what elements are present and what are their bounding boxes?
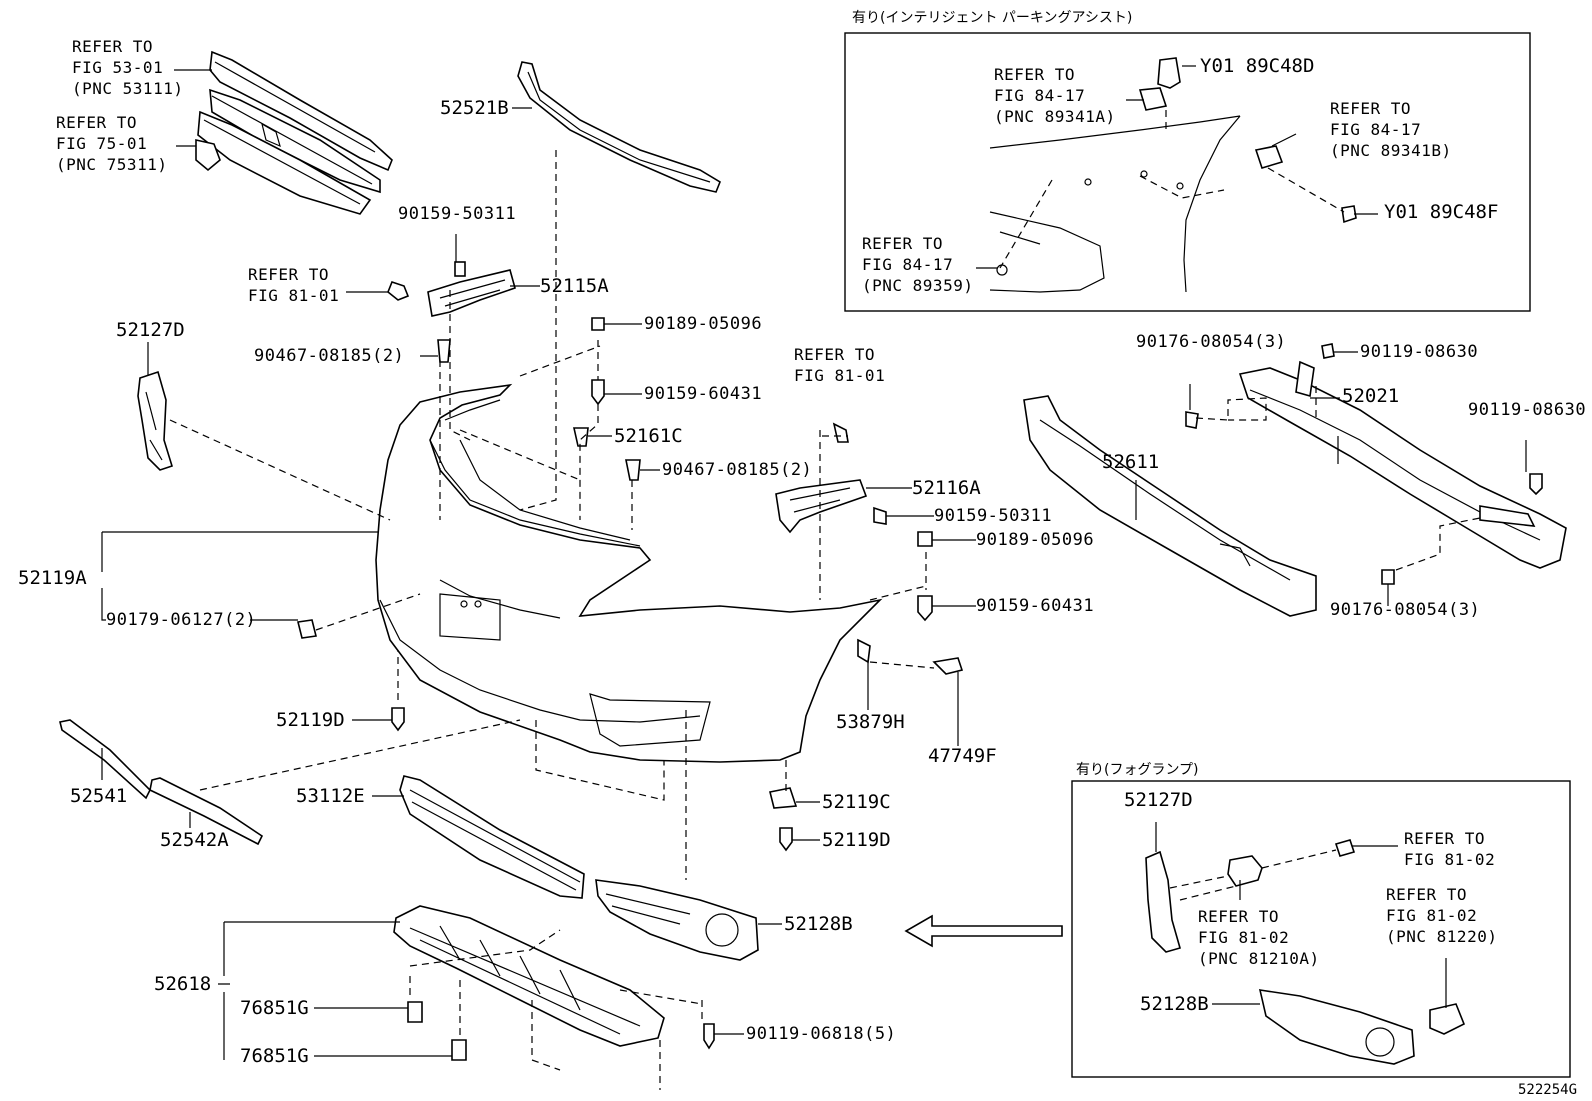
part-label-90159-50311-mid: 90159-50311 <box>934 506 1053 526</box>
part-label-52128B: 52128B <box>784 913 853 935</box>
part-label-52115A: 52115A <box>540 275 609 297</box>
reinforcement-52021 <box>1185 343 1567 585</box>
part-label-52521B: 52521B <box>440 97 509 119</box>
lower-grille-53112E <box>399 775 585 899</box>
part-label-52541: 52541 <box>70 785 128 807</box>
radiator-grille <box>195 50 393 215</box>
fog-inset-ref-81210A: REFER TO FIG 81-02 (PNC 81210A) <box>1198 907 1320 968</box>
ref-fig-81-01-mid: REFER TO FIG 81-01 <box>794 345 886 385</box>
part-label-52127D: 52127D <box>116 319 185 341</box>
part-label-52119C: 52119C <box>822 791 891 813</box>
part-label-90467-08185-b: 90467-08185(2) <box>662 460 813 480</box>
parking-assist-ref-89341A: REFER TO FIG 84-17 (PNC 89341A) <box>994 65 1116 126</box>
ref-fig-75-01: REFER TO FIG 75-01 (PNC 75311) <box>56 113 168 174</box>
part-label-90119-06818: 90119-06818(5) <box>746 1024 897 1044</box>
figure-code: 522254G <box>1518 1082 1578 1098</box>
fog-reference-arrow <box>904 914 1063 948</box>
fog-inset-part-52128B: 52128B <box>1140 993 1209 1015</box>
parking-assist-ref-89359: REFER TO FIG 84-17 (PNC 89359) <box>862 234 974 295</box>
part-label-52611: 52611 <box>1102 451 1160 473</box>
parking-assist-ref-89341B: REFER TO FIG 84-17 (PNC 89341B) <box>1330 99 1452 160</box>
part-label-90179-06127: 90179-06127(2) <box>106 610 257 630</box>
part-label-52618: 52618 <box>154 973 212 995</box>
part-label-76851G-b: 76851G <box>240 1045 309 1067</box>
part-label-52119D-a: 52119D <box>276 709 345 731</box>
part-label-53879H: 53879H <box>836 711 905 733</box>
part-label-90159-60431-b: 90159-60431 <box>976 596 1095 616</box>
part-label-90159-60431-a: 90159-60431 <box>644 384 763 404</box>
retainer-52115A <box>387 261 516 363</box>
part-label-90189-05096-b: 90189-05096 <box>976 530 1095 550</box>
parking-assist-inset-box <box>844 32 1531 312</box>
part-label-52119D-b: 52119D <box>822 829 891 851</box>
part-label-Y0189C48D: Y01 89C48D <box>1200 55 1315 77</box>
part-label-52116A: 52116A <box>912 477 981 499</box>
garnish-52542A <box>149 777 264 846</box>
part-label-76851G-a: 76851G <box>240 997 309 1019</box>
fog-cover-52128B <box>595 879 759 961</box>
part-label-52119A: 52119A <box>18 567 87 589</box>
part-label-90119-08630-a: 90119-08630 <box>1360 342 1479 362</box>
part-label-90176-08054-a: 90176-08054(3) <box>1136 332 1287 352</box>
part-label-52021: 52021 <box>1342 385 1400 407</box>
molding-52521B <box>517 61 721 193</box>
retainer-52116A <box>775 479 868 534</box>
fog-inset-part-52127D: 52127D <box>1124 789 1193 811</box>
part-label-52161C: 52161C <box>614 425 683 447</box>
fog-lamp-caption: 有り(フォグランプ) <box>1076 762 1199 778</box>
assembly-lines <box>169 110 1481 1090</box>
absorber-52611 <box>1023 395 1317 617</box>
part-label-Y0189C48F: Y01 89C48F <box>1384 201 1499 223</box>
side-bracket-52127D <box>137 370 173 471</box>
part-label-90176-08054-b: 90176-08054(3) <box>1330 600 1481 620</box>
part-label-47749F: 47749F <box>928 745 997 767</box>
parking-assist-bumper-drawing <box>989 57 1357 293</box>
undercover-52618 <box>393 905 665 1047</box>
ref-fig-81-01-left: REFER TO FIG 81-01 <box>248 265 340 305</box>
ref-fig-53-01: REFER TO FIG 53-01 (PNC 53111) <box>72 37 184 98</box>
part-label-52542A: 52542A <box>160 829 229 851</box>
garnish-52541 <box>59 719 151 800</box>
fasteners <box>297 317 964 1061</box>
part-label-90189-05096-a: 90189-05096 <box>644 314 763 334</box>
part-label-90467-08185-a: 90467-08185(2) <box>254 346 405 366</box>
part-label-53112E: 53112E <box>296 785 365 807</box>
parking-assist-caption: 有り(インテリジェント パーキングアシスト) <box>852 10 1133 26</box>
part-label-90159-50311-top: 90159-50311 <box>398 204 517 224</box>
part-label-90119-08630-b: 90119-08630 <box>1468 400 1587 420</box>
leader-lines <box>101 65 1527 1060</box>
fog-inset-ref-81220: REFER TO FIG 81-02 (PNC 81220) <box>1386 885 1498 946</box>
fog-lamp-inset-drawing <box>1145 839 1466 1065</box>
fog-lamp-inset-box <box>1071 780 1571 1078</box>
fog-inset-ref-screw: REFER TO FIG 81-02 <box>1404 829 1496 869</box>
